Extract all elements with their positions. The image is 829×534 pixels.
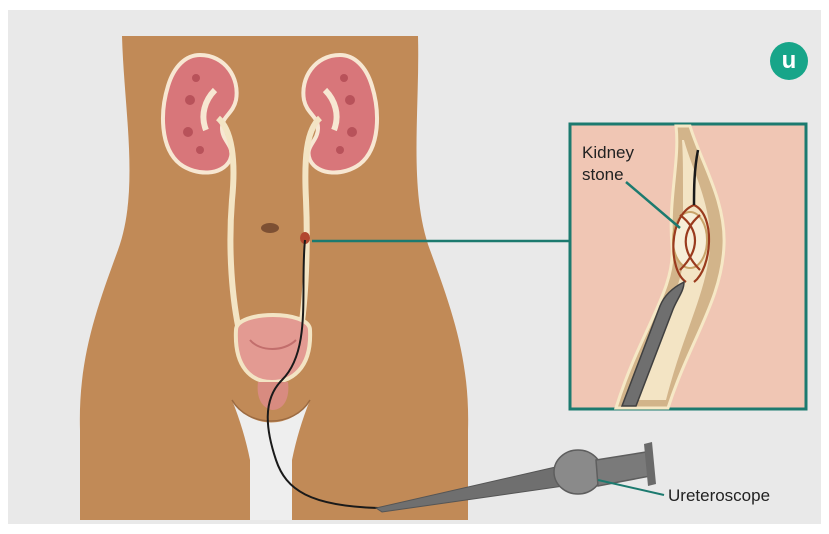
ureteroscope-label: Ureteroscope [668,486,770,506]
right-kidney [303,55,377,173]
brand-logo-letter: u [770,42,808,80]
kidney-stone-label-line2: stone [582,165,624,185]
navel [261,223,279,233]
left-kidney [163,55,237,173]
kidney-stone-label-line1: Kidney [582,143,634,163]
